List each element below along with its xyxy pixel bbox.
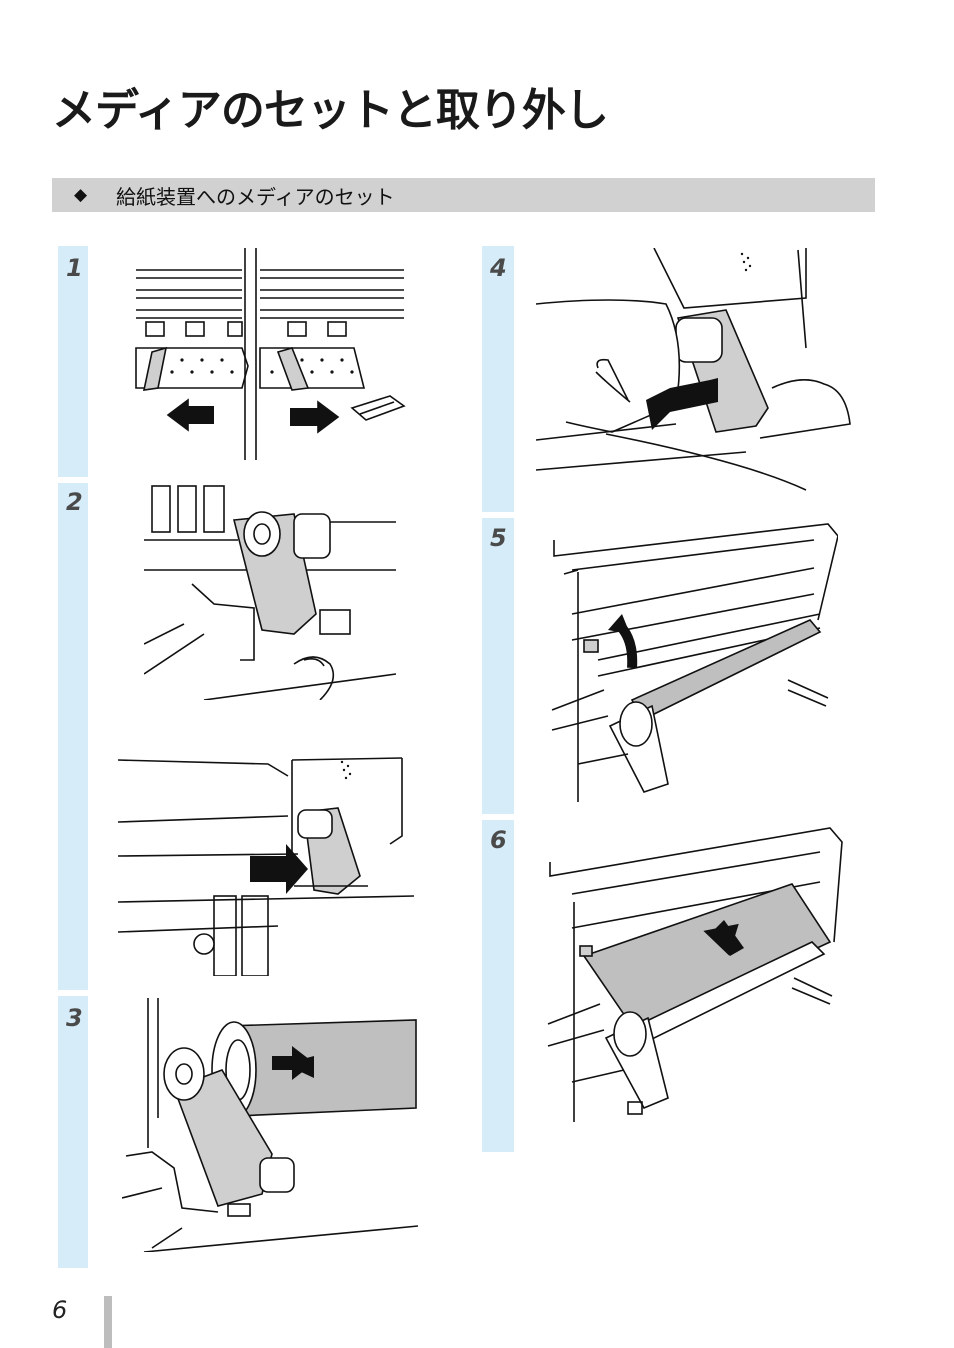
step-number: 3 [66, 1004, 83, 1032]
step-number: 1 [66, 254, 83, 282]
step-1-illustration [132, 248, 412, 460]
page-number-bar [104, 1296, 112, 1348]
step-2-illustration-b [118, 756, 414, 976]
diamond-bullet-icon: ◆ [74, 185, 100, 205]
step-5-illustration [548, 520, 838, 802]
strip-separator [482, 512, 514, 518]
step-2-illustration-a [144, 484, 396, 700]
page-number: 6 [52, 1296, 67, 1324]
step-strip-right [482, 246, 514, 1152]
step-strip-left [58, 246, 88, 1268]
step-4-illustration [536, 248, 854, 496]
section-heading-bar: ◆ 給紙装置へのメディアのセット [52, 178, 875, 212]
step-3-illustration [122, 998, 418, 1252]
step-number: 4 [490, 254, 507, 282]
strip-separator [482, 814, 514, 820]
step-number: 5 [490, 524, 507, 552]
step-number: 2 [66, 488, 83, 516]
page-title: メディアのセットと取り外し [52, 74, 608, 138]
step-6-illustration [544, 822, 846, 1134]
strip-separator [58, 477, 88, 483]
step-number: 6 [490, 826, 507, 854]
section-heading: 給紙装置へのメディアのセット [116, 181, 395, 210]
strip-separator [58, 990, 88, 996]
